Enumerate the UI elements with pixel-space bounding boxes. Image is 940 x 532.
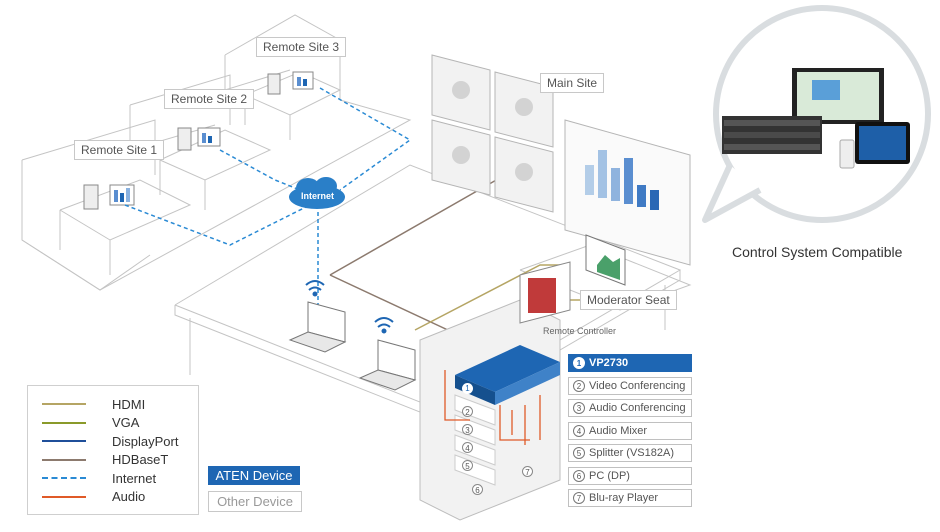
rack-number-badge: 2 xyxy=(462,406,473,417)
device-list-item: 2 Video Conferencing xyxy=(568,376,692,395)
device-list-item: 3 Audio Conferencing xyxy=(568,399,692,417)
remote-site-3-label: Remote Site 3 xyxy=(256,37,347,57)
rack-number-badge: 1 xyxy=(462,383,473,394)
legend-swatch xyxy=(42,458,86,461)
rack-number-badge: 4 xyxy=(462,442,473,453)
device-label: VP2730 xyxy=(589,357,629,369)
remote-site-1-label: Remote Site 1 xyxy=(74,140,165,160)
legend-label: HDMI xyxy=(112,396,146,412)
legend-item: VGA xyxy=(42,414,139,432)
touch-monitor xyxy=(519,261,571,324)
legend-item: Audio xyxy=(42,488,145,506)
device-label: Splitter (VS182A) xyxy=(589,447,674,459)
device-list-item: 7 Blu-ray Player xyxy=(568,489,692,507)
remote-controller-label: Remote Controller xyxy=(543,326,617,336)
remote-site-3-back-wall xyxy=(224,14,341,100)
legend-swatch xyxy=(42,440,86,442)
legend-swatch xyxy=(42,403,86,405)
device-list-item: 4 Audio Mixer xyxy=(568,421,692,440)
device-list-item: 6 PC (DP) xyxy=(568,466,692,485)
device-number-badge: 7 xyxy=(573,492,585,504)
remote-computers xyxy=(83,71,314,210)
legend-swatch xyxy=(42,477,86,479)
device-label: Audio Mixer xyxy=(589,424,648,437)
device-number-badge: 2 xyxy=(573,379,585,392)
device-number-badge: 3 xyxy=(573,402,585,414)
device-label: Audio Conferencing xyxy=(589,402,686,414)
device-label: Blu-ray Player xyxy=(589,492,659,504)
internet-links xyxy=(124,87,412,335)
device-list-item: 1 VP2730 xyxy=(568,354,692,372)
legend-swatch xyxy=(42,495,86,498)
rack-number-badge: 7 xyxy=(522,466,533,477)
moderator-seat-label: Moderator Seat xyxy=(580,290,677,310)
device-number-badge: 4 xyxy=(573,424,585,437)
main-site-label: Main Site xyxy=(540,73,605,93)
aten-device-tag: ATEN Device xyxy=(208,466,300,485)
laptops xyxy=(288,234,626,391)
legend-label: DisplayPort xyxy=(112,433,179,449)
control-system-bubble xyxy=(702,5,931,223)
legend-item: Internet xyxy=(42,469,156,487)
device-number-badge: 5 xyxy=(573,447,585,459)
legend-item: HDMI xyxy=(42,395,145,413)
legend-label: Internet xyxy=(112,470,157,486)
legend-item: HDBaseT xyxy=(42,451,168,469)
remote-site-2-label: Remote Site 2 xyxy=(164,89,255,109)
legend-swatch xyxy=(42,421,86,424)
rack-number-badge: 5 xyxy=(462,460,473,471)
rack-number-badge: 3 xyxy=(462,424,473,435)
participant-silhouettes xyxy=(452,81,533,181)
legend-label: HDBaseT xyxy=(112,452,169,467)
legend-label: VGA xyxy=(112,415,140,430)
device-number-badge: 6 xyxy=(573,469,585,482)
internet-cloud-label: Internet xyxy=(301,191,335,201)
control-system-label: Control System Compatible xyxy=(732,244,903,260)
video-wall xyxy=(431,54,554,213)
remote-site-floor xyxy=(21,99,412,291)
rack-number-badge: 6 xyxy=(472,484,483,495)
device-list-item: 5 Splitter (VS182A) xyxy=(568,444,692,462)
presentation-screen xyxy=(564,119,691,266)
internet-cloud-icon xyxy=(289,177,345,209)
legend-label: Audio xyxy=(112,489,146,504)
remote-desk-3 xyxy=(244,71,342,116)
device-number-badge: 1 xyxy=(573,357,585,369)
audio-links xyxy=(444,370,541,445)
wifi-icon xyxy=(305,280,394,334)
device-label: Video Conferencing xyxy=(589,379,686,392)
legend-item: DisplayPort xyxy=(42,432,178,450)
device-label: PC (DP) xyxy=(589,469,630,482)
other-device-tag: Other Device xyxy=(208,491,302,512)
equipment-rack xyxy=(419,299,561,521)
remote-site-1-wall xyxy=(21,160,151,291)
